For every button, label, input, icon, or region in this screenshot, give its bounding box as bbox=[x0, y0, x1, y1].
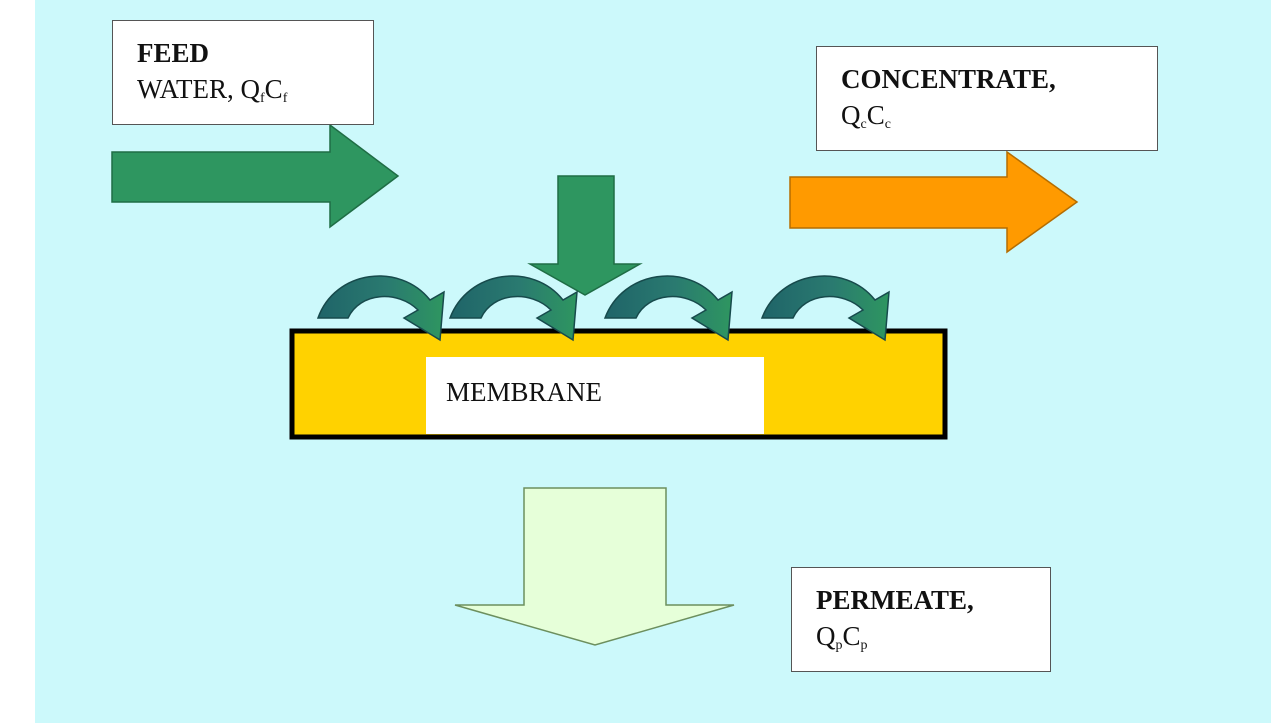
feed-formula: WATER, QfCf bbox=[137, 74, 288, 106]
curved-arrow-2 bbox=[448, 275, 578, 342]
concentrate-label: CONCENTRATE, QcCc bbox=[816, 46, 1158, 151]
membrane-label: MEMBRANE bbox=[426, 357, 764, 434]
curved-arrow-1 bbox=[316, 275, 445, 342]
feed-arrow bbox=[111, 123, 400, 229]
feed-water-label: FEED WATER, QfCf bbox=[112, 20, 374, 125]
curved-arrow-4 bbox=[760, 275, 890, 342]
permeate-formula: QpCp bbox=[816, 621, 868, 653]
pressure-down-arrow bbox=[527, 175, 643, 296]
permeate-label: PERMEATE, QpCp bbox=[791, 567, 1051, 672]
permeate-title: PERMEATE, bbox=[816, 585, 974, 615]
concentrate-title: CONCENTRATE, bbox=[841, 64, 1056, 94]
concentrate-formula: QcCc bbox=[841, 100, 891, 132]
concentrate-arrow bbox=[789, 150, 1079, 254]
curved-arrow-3 bbox=[603, 275, 733, 342]
permeate-arrow bbox=[454, 487, 735, 646]
feed-title: FEED bbox=[137, 38, 210, 68]
